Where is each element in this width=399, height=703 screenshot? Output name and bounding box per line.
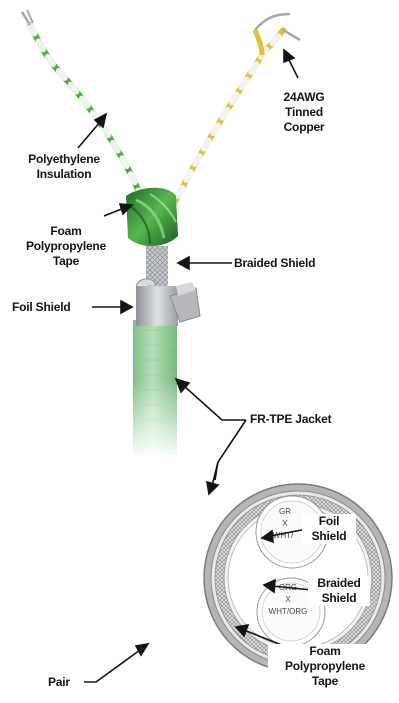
foil-shield-label-cross: Foil Shield — [302, 514, 356, 544]
pair-label: Pair — [48, 675, 84, 690]
pair2-code-3: WHT/ORG — [269, 607, 308, 616]
jacket-body — [128, 320, 182, 460]
jacket-label: FR-TPE Jacket — [250, 412, 350, 427]
pair1-code-1: GR — [279, 507, 291, 516]
conductor-label: 24AWG Tinned Copper — [276, 90, 332, 135]
twisted-pair-left — [22, 10, 147, 216]
tape-label-top: Foam Polypropylene Tape — [16, 224, 116, 269]
pair1-code-2: X — [282, 519, 288, 528]
pair2-code-2: X — [285, 595, 291, 604]
braided-shield-label-cross: Braided Shield — [308, 576, 370, 606]
insulation-label: Polyethylene Insulation — [14, 152, 114, 182]
tape-label-cross: Foam Polypropylene Tape — [268, 644, 382, 689]
tape-top — [126, 188, 178, 246]
braided-shield-label-top: Braided Shield — [234, 256, 346, 271]
foil-shield-label-top: Foil Shield — [12, 300, 92, 315]
